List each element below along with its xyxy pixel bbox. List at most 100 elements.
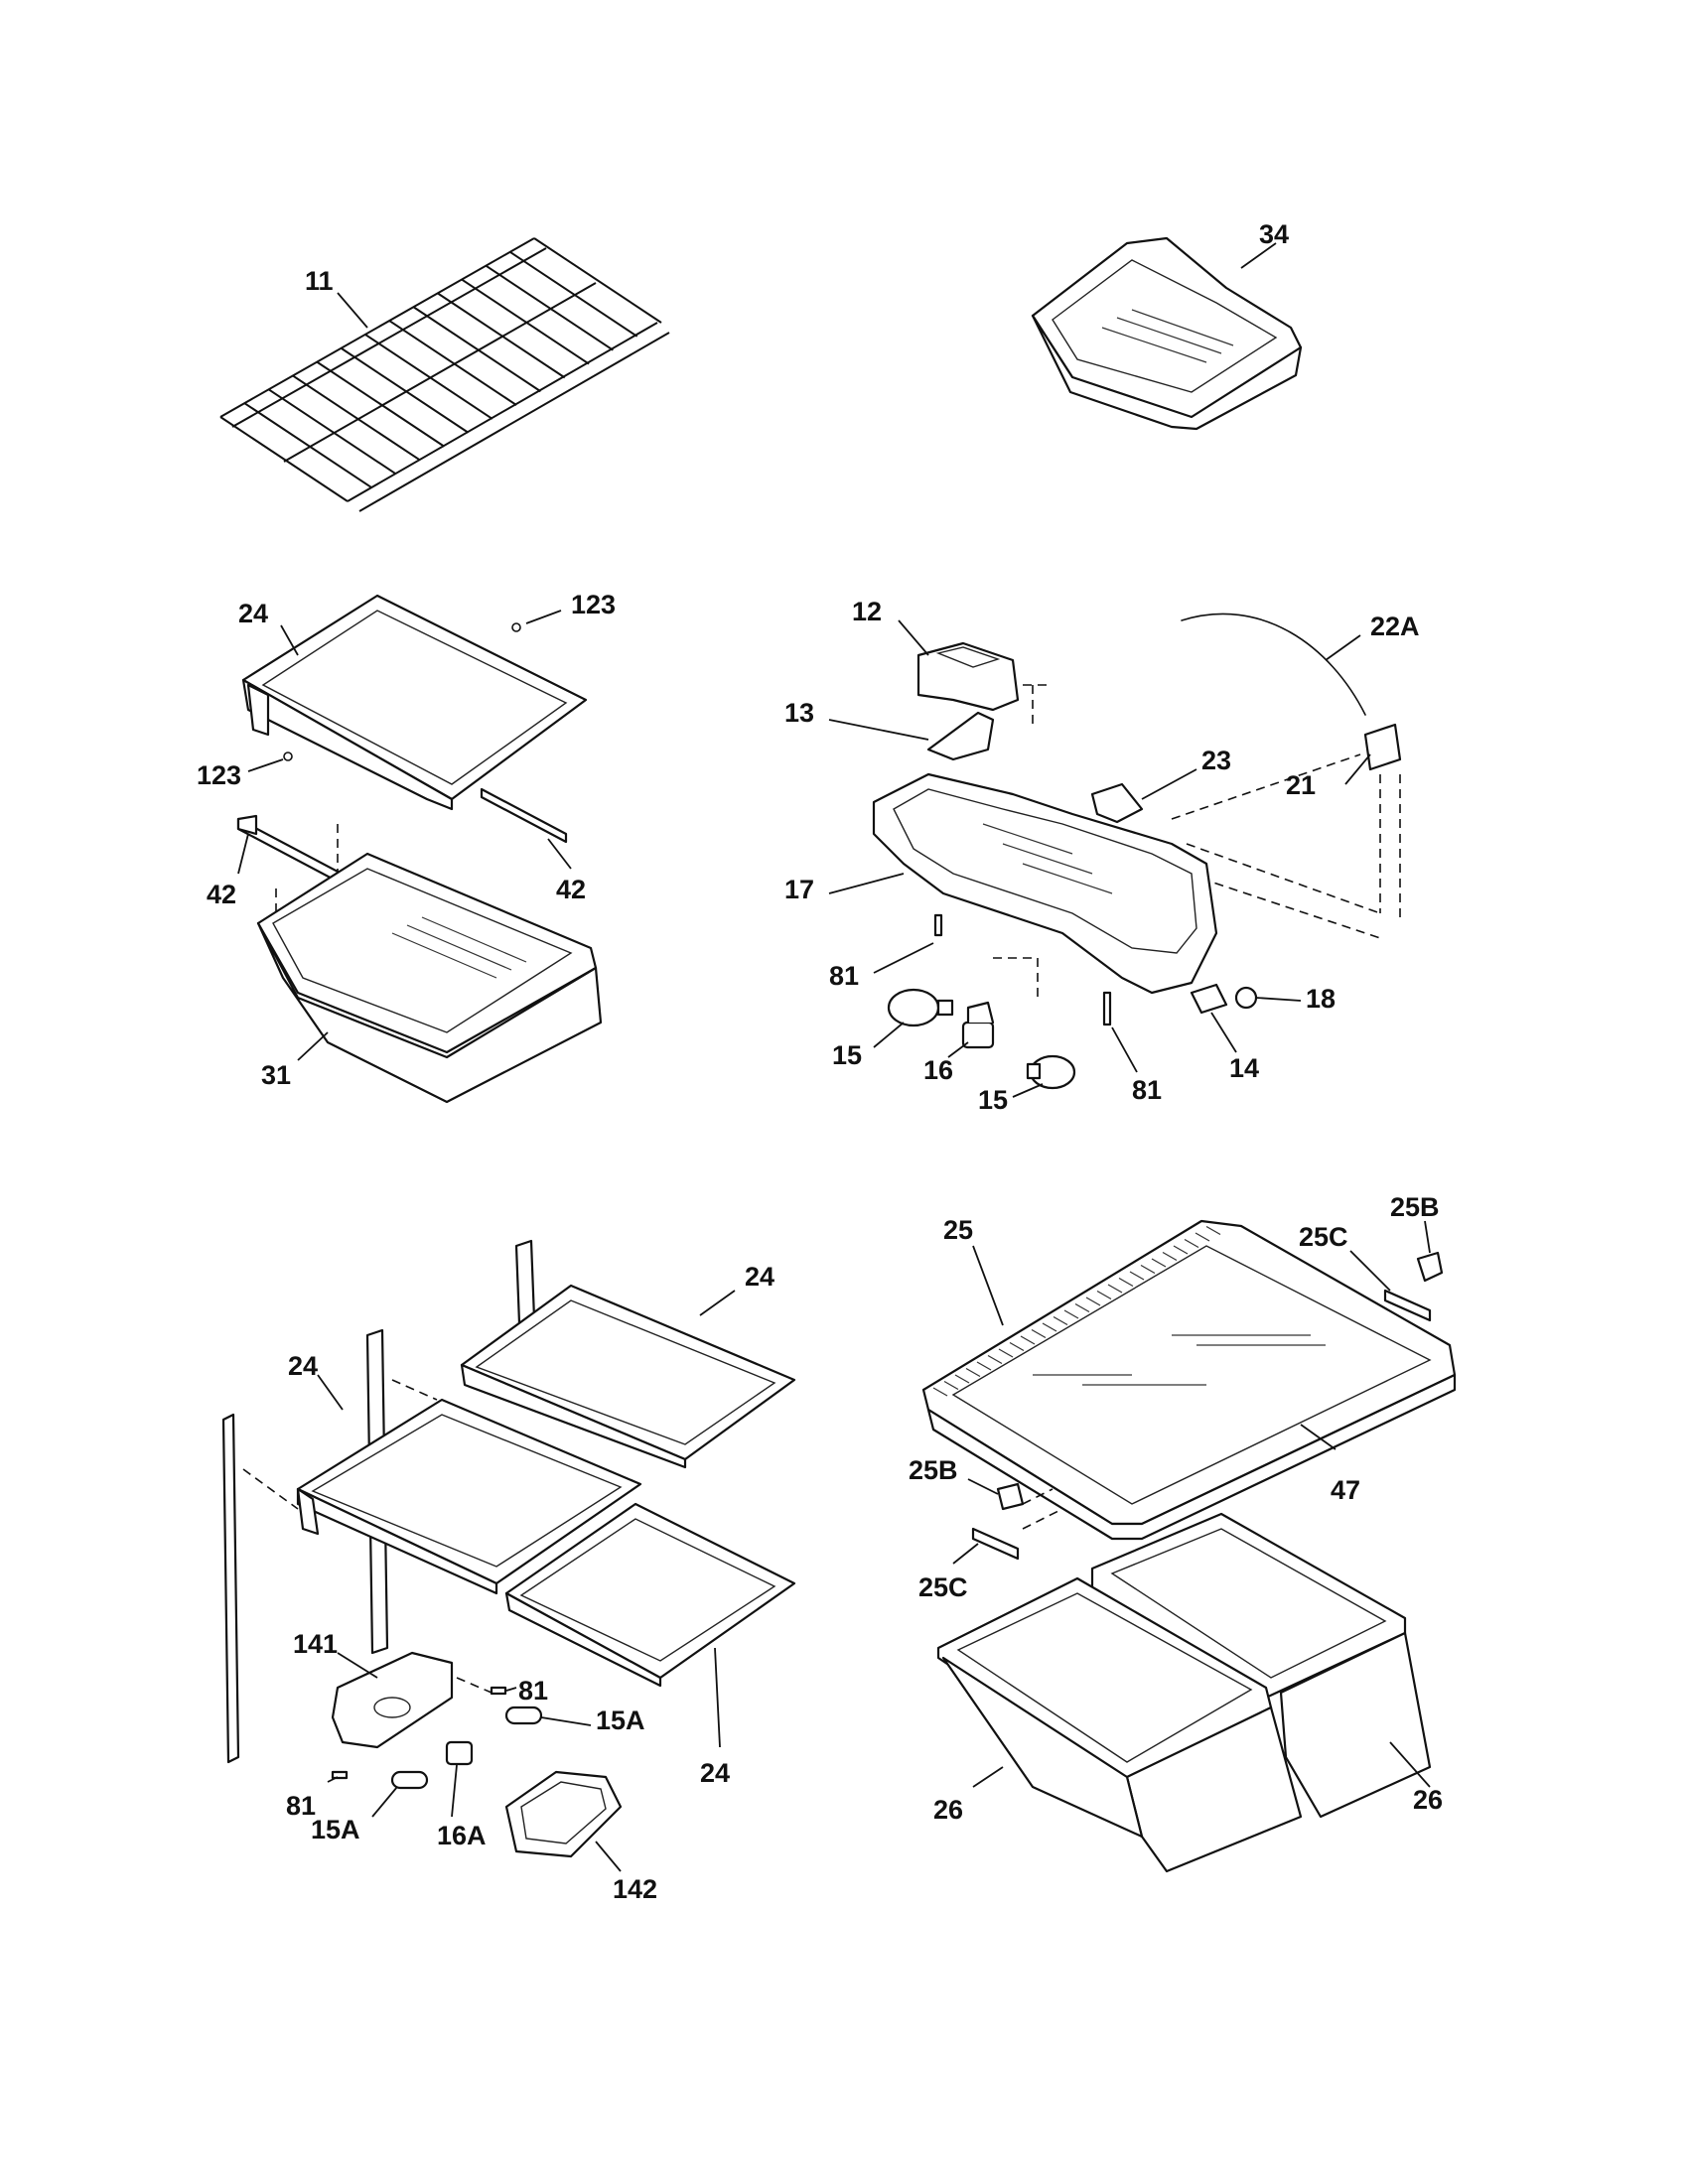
callout-26-a: 26 <box>933 1795 963 1825</box>
callout-16: 16 <box>923 1055 953 1085</box>
callout-18: 18 <box>1306 984 1336 1014</box>
shelf-rung <box>461 278 590 365</box>
vent-slot <box>1009 1341 1025 1352</box>
screw-81-lower <box>1102 991 1112 1026</box>
shelf-rung <box>364 334 493 420</box>
screw-81-c <box>490 1686 507 1696</box>
crisper-31-part <box>256 852 603 1104</box>
bulb-15-left <box>887 988 954 1027</box>
callout-26-b: 26 <box>1413 1785 1443 1815</box>
clip-25b-upper <box>1416 1251 1444 1283</box>
callout-11: 11 <box>305 266 334 296</box>
shelf-rung <box>388 320 517 406</box>
shelf-rung <box>243 402 372 488</box>
diffuser-13-part <box>926 711 995 761</box>
switch-21-part <box>1363 723 1402 771</box>
callout-15a-a: 15A <box>596 1706 645 1735</box>
vent-slot <box>1020 1335 1036 1345</box>
switch-14-part <box>1190 983 1228 1015</box>
callout-123-b: 123 <box>197 760 241 790</box>
shelf-rung <box>509 251 638 338</box>
vent-slot <box>1031 1328 1047 1339</box>
pan-34-part <box>1031 236 1303 431</box>
vent-slot <box>1205 1225 1221 1236</box>
screw-81-upper <box>933 913 943 937</box>
callout-81-b: 81 <box>1132 1075 1162 1105</box>
vent-slot <box>1184 1238 1199 1249</box>
callout-25b-a: 25B <box>1390 1192 1440 1222</box>
light-shield-12-part <box>916 641 1020 712</box>
vent-slot <box>1107 1284 1123 1294</box>
callout-81-c: 81 <box>518 1676 548 1706</box>
callout-123-a: 123 <box>571 590 616 619</box>
bracket-25c-lower <box>971 1527 1020 1561</box>
callout-25c-a: 25C <box>1299 1222 1348 1252</box>
callout-31: 31 <box>261 1060 291 1090</box>
light-cover-141-part <box>331 1651 454 1749</box>
vent-slot <box>1162 1251 1178 1262</box>
vent-slot <box>976 1361 992 1371</box>
glass-shelf-24-middle <box>296 1398 642 1595</box>
vent-slot <box>1074 1302 1090 1313</box>
callout-142: 142 <box>613 1874 657 1904</box>
bulb-15a-left <box>390 1770 429 1790</box>
screw-81-d <box>331 1770 349 1780</box>
vent-slot <box>1085 1297 1101 1306</box>
clip-25b-lower <box>996 1482 1025 1511</box>
callout-141: 141 <box>293 1629 338 1659</box>
socket-16a-part <box>445 1740 474 1766</box>
callout-25b-b: 25B <box>909 1455 958 1485</box>
crisper-cover-vents <box>932 1225 1221 1397</box>
callout-15-a: 15 <box>832 1040 862 1070</box>
crisper-pan-26-right <box>1090 1512 1432 1819</box>
vent-slot <box>1096 1290 1112 1300</box>
callout-12: 12 <box>852 597 882 626</box>
bracket-25c-upper <box>1383 1289 1432 1322</box>
glass-shelf-24-upper-left <box>241 594 588 811</box>
lens-142-part <box>504 1770 623 1858</box>
callout-24-c: 24 <box>288 1351 318 1381</box>
vent-slot <box>1129 1271 1145 1281</box>
vent-slot <box>932 1387 948 1397</box>
vent-slot <box>1063 1309 1079 1319</box>
callout-25c-b: 25C <box>918 1572 968 1602</box>
shelf-rung <box>292 374 421 462</box>
shelf-rung <box>340 346 470 434</box>
control-23-part <box>1090 782 1144 824</box>
crisper-cover-25-part <box>921 1219 1457 1541</box>
glass-shelf-24-lower <box>504 1502 796 1688</box>
callout-24-d: 24 <box>700 1758 730 1788</box>
bulb-15a-right <box>504 1706 543 1725</box>
vent-slot <box>1151 1258 1167 1268</box>
shelf-rung <box>219 416 349 502</box>
bulb-15-right <box>1026 1054 1076 1090</box>
vent-slot <box>1118 1277 1134 1288</box>
callout-14: 14 <box>1229 1053 1259 1083</box>
crisper-pan-26-left <box>936 1576 1303 1873</box>
shelf-rung <box>437 292 566 379</box>
callout-47: 47 <box>1331 1475 1360 1505</box>
callout-81-a: 81 <box>829 961 859 991</box>
callout-17: 17 <box>784 875 814 904</box>
callout-25: 25 <box>943 1215 973 1245</box>
callout-81-d: 81 <box>286 1791 316 1821</box>
callout-22a: 22A <box>1370 612 1420 641</box>
callout-24-a: 24 <box>238 599 268 628</box>
shelf-rail-42-right <box>480 787 568 844</box>
vent-slot <box>987 1354 1003 1365</box>
callout-13: 13 <box>784 698 814 728</box>
socket-16-part <box>961 1001 995 1049</box>
callout-24-b: 24 <box>745 1262 774 1292</box>
shelf-rung <box>533 237 662 324</box>
shelf-rung <box>485 264 614 351</box>
vertical-rail-left <box>221 1413 240 1764</box>
vent-slot <box>954 1374 970 1384</box>
button-18-part <box>1234 986 1258 1010</box>
shelf-rung <box>316 360 445 448</box>
callout-42-b: 42 <box>207 880 236 909</box>
light-housing-17-part <box>872 772 1218 995</box>
vent-slot <box>943 1380 959 1391</box>
vent-slot <box>1173 1245 1189 1255</box>
vent-slot <box>1140 1264 1156 1275</box>
